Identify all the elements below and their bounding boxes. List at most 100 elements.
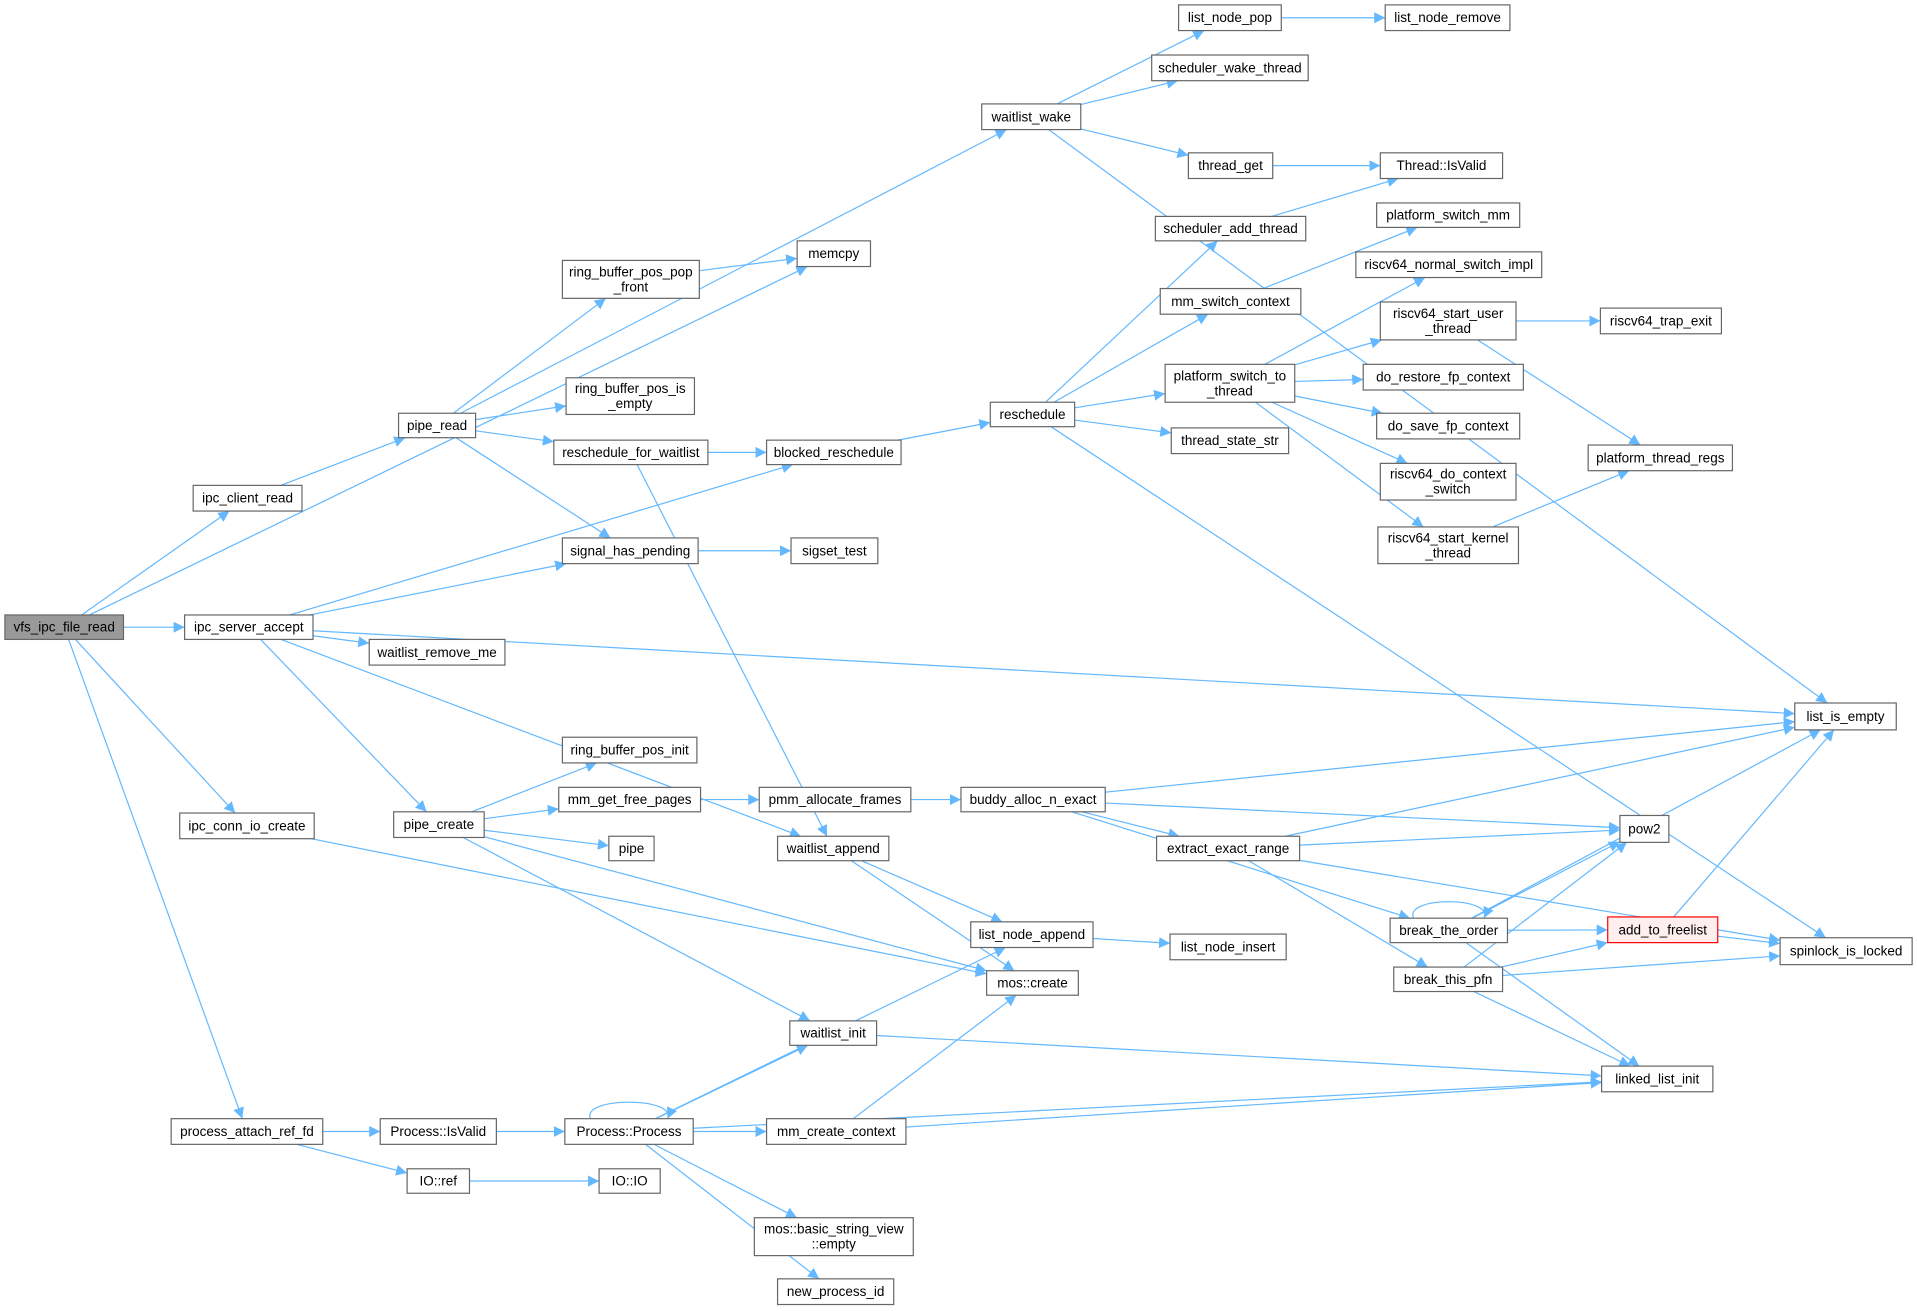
node-break-this-pfn[interactable]: break_this_pfn — [1393, 966, 1504, 993]
node-label: list_node_append — [979, 927, 1086, 942]
node-riscv64-trap-exit[interactable]: riscv64_trap_exit — [1599, 307, 1723, 335]
node-buddy-alloc-n-exact[interactable]: buddy_alloc_n_exact — [960, 786, 1106, 813]
node-riscv64-normal-switch-impl[interactable]: riscv64_normal_switch_impl — [1355, 251, 1543, 279]
node-ring-buffer-pos-is-empty[interactable]: ring_buffer_pos_is_empty — [565, 377, 696, 416]
node-linked-list-init[interactable]: linked_list_init — [1601, 1065, 1714, 1093]
node-new-process-id[interactable]: new_process_id — [776, 1278, 895, 1306]
edge-add-to-freelist-to-list-is-empty — [1673, 729, 1835, 918]
edge-ipc-server-accept-to-waitlist-remove-me — [312, 635, 370, 648]
node-reschedule-for-waitlist[interactable]: reschedule_for_waitlist — [553, 439, 709, 466]
node-label: mm_get_free_pages — [568, 792, 692, 807]
node-box — [986, 970, 1079, 996]
node-ipc-server-accept[interactable]: ipc_server_accept — [184, 614, 314, 641]
node-process-process[interactable]: Process::Process — [564, 1118, 694, 1145]
node-waitlist-init[interactable]: waitlist_init — [789, 1020, 878, 1046]
node-mos-create[interactable]: mos::create — [986, 970, 1079, 996]
node-waitlist-append[interactable]: waitlist_append — [776, 835, 890, 862]
node-list-is-empty[interactable]: list_is_empty — [1794, 702, 1897, 731]
node-ipc-conn-io-create[interactable]: ipc_conn_io_create — [179, 812, 315, 840]
node-signal-has-pending[interactable]: signal_has_pending — [561, 537, 699, 565]
node-label: platform_switch_to — [1174, 368, 1287, 383]
edge-ipc-conn-io-create-to-mos-create — [311, 838, 987, 978]
node-riscv64-start-user-thread[interactable]: riscv64_start_user_thread — [1379, 301, 1517, 341]
node-ring-buffer-pos-init[interactable]: ring_buffer_pos_init — [561, 736, 698, 764]
node-io-io[interactable]: IO::IO — [598, 1168, 661, 1194]
node-label: Process::IsValid — [390, 1124, 486, 1139]
node-ipc-client-read[interactable]: ipc_client_read — [192, 484, 303, 512]
node-add-to-freelist[interactable]: add_to_freelist — [1607, 916, 1719, 944]
node-reschedule[interactable]: reschedule — [989, 401, 1076, 428]
node-mm-create-context[interactable]: mm_create_context — [765, 1118, 907, 1145]
node-label: break_the_order — [1399, 923, 1499, 938]
edge-waitlist-append-to-mos-create — [850, 860, 1015, 972]
node-riscv64-start-kernel-thread[interactable]: riscv64_start_kernel_thread — [1377, 526, 1520, 565]
node-label: ipc_client_read — [202, 491, 293, 506]
node-vfs-ipc-file-read[interactable]: vfs_ipc_file_read — [4, 614, 125, 641]
node-label: platform_thread_regs — [1596, 450, 1725, 465]
node-label: break_this_pfn — [1404, 972, 1493, 987]
node-spinlock-is-locked[interactable]: spinlock_is_locked — [1779, 937, 1913, 966]
node-riscv64-do-context-switch[interactable]: riscv64_do_context_switch — [1379, 462, 1517, 501]
node-box — [1169, 933, 1287, 961]
edge-pipe-read-to-signal-has-pending — [455, 437, 611, 539]
node-platform-thread-regs[interactable]: platform_thread_regs — [1587, 444, 1734, 472]
edge-reschedule-to-platform-switch-to-thread — [1074, 389, 1166, 409]
node-thread-state-str[interactable]: thread_state_str — [1170, 427, 1290, 455]
node-pipe[interactable]: pipe — [608, 835, 655, 862]
node-break-the-order[interactable]: break_the_order — [1389, 917, 1509, 944]
node-waitlist-remove-me[interactable]: waitlist_remove_me — [368, 638, 506, 666]
node-label: IO::ref — [420, 1174, 458, 1189]
node-io-ref[interactable]: IO::ref — [406, 1168, 471, 1194]
node-scheduler-wake-thread[interactable]: scheduler_wake_thread — [1151, 54, 1309, 82]
edge-break-this-pfn-to-linked-list-init — [1473, 990, 1631, 1067]
node-label: pow2 — [1628, 821, 1660, 836]
node-pipe-read[interactable]: pipe_read — [397, 412, 477, 439]
node-do-restore-fp-context[interactable]: do_restore_fp_context — [1362, 363, 1524, 391]
node-sigset-test[interactable]: sigset_test — [790, 537, 879, 565]
node-platform-switch-mm[interactable]: platform_switch_mm — [1376, 202, 1521, 229]
node-blocked-reschedule[interactable]: blocked_reschedule — [765, 439, 902, 466]
node-label: scheduler_wake_thread — [1158, 60, 1301, 75]
edge-reschedule-to-scheduler-add-thread — [1045, 240, 1218, 403]
edge-vfs-ipc-file-read-to-process-attach-ref-fd — [68, 639, 244, 1119]
node-mm-switch-context[interactable]: mm_switch_context — [1159, 287, 1302, 315]
edge-ipc-server-accept-to-pipe-create — [260, 639, 427, 813]
node-label: riscv64_trap_exit — [1610, 313, 1712, 328]
edge-ipc-server-accept-to-waitlist-append — [280, 638, 802, 838]
node-box — [170, 1118, 324, 1145]
node-process-attach-ref-fd[interactable]: process_attach_ref_fd — [170, 1118, 324, 1145]
node-label: ring_buffer_pos_init — [570, 743, 689, 758]
node-label: spinlock_is_locked — [1790, 944, 1903, 959]
node-list-node-append[interactable]: list_node_append — [970, 921, 1094, 949]
node-thread-get[interactable]: thread_get — [1187, 152, 1274, 180]
node-label: waitlist_remove_me — [376, 645, 496, 660]
edge-break-this-pfn-to-add-to-freelist — [1501, 939, 1608, 968]
node-label: _switch — [1425, 482, 1471, 497]
node-memcpy[interactable]: memcpy — [796, 240, 872, 268]
node-label: list_node_pop — [1188, 10, 1272, 25]
node-list-node-insert[interactable]: list_node_insert — [1169, 933, 1287, 961]
node-box — [561, 259, 700, 299]
node-ring-buffer-pos-pop-front[interactable]: ring_buffer_pos_pop_front — [561, 259, 700, 299]
edge-vfs-ipc-file-read-to-ipc-conn-io-create — [74, 639, 236, 814]
edge-platform-switch-to-thread-to-do-restore-fp-context — [1294, 374, 1364, 386]
node-list-node-pop[interactable]: list_node_pop — [1177, 4, 1282, 32]
node-waitlist-wake[interactable]: waitlist_wake — [981, 103, 1082, 131]
node-scheduler-add-thread[interactable]: scheduler_add_thread — [1154, 215, 1307, 242]
node-pipe-create[interactable]: pipe_create — [393, 811, 485, 839]
node-thread-isvalid[interactable]: Thread::IsValid — [1379, 152, 1504, 180]
node-mm-get-free-pages[interactable]: mm_get_free_pages — [558, 786, 702, 813]
node-box — [1362, 363, 1524, 391]
edge-waitlist-init-to-linked-list-init — [876, 1034, 1602, 1081]
node-label: reschedule — [999, 407, 1065, 422]
node-box — [1599, 307, 1723, 335]
node-extract-exact-range[interactable]: extract_exact_range — [1155, 835, 1301, 862]
node-list-node-remove[interactable]: list_node_remove — [1384, 4, 1511, 32]
node-process-isvalid[interactable]: Process::IsValid — [379, 1118, 497, 1145]
node-pow2[interactable]: pow2 — [1619, 814, 1670, 843]
node-pmm-allocate-frames[interactable]: pmm_allocate_frames — [758, 786, 912, 813]
edge-pipe-create-to-mos-create — [483, 836, 987, 974]
node-do-save-fp-context[interactable]: do_save_fp_context — [1376, 412, 1521, 440]
node-platform-switch-to-thread[interactable]: platform_switch_to_thread — [1164, 363, 1296, 403]
node-mos-basic-string-view-empty[interactable]: mos::basic_string_view::empty — [753, 1217, 914, 1257]
